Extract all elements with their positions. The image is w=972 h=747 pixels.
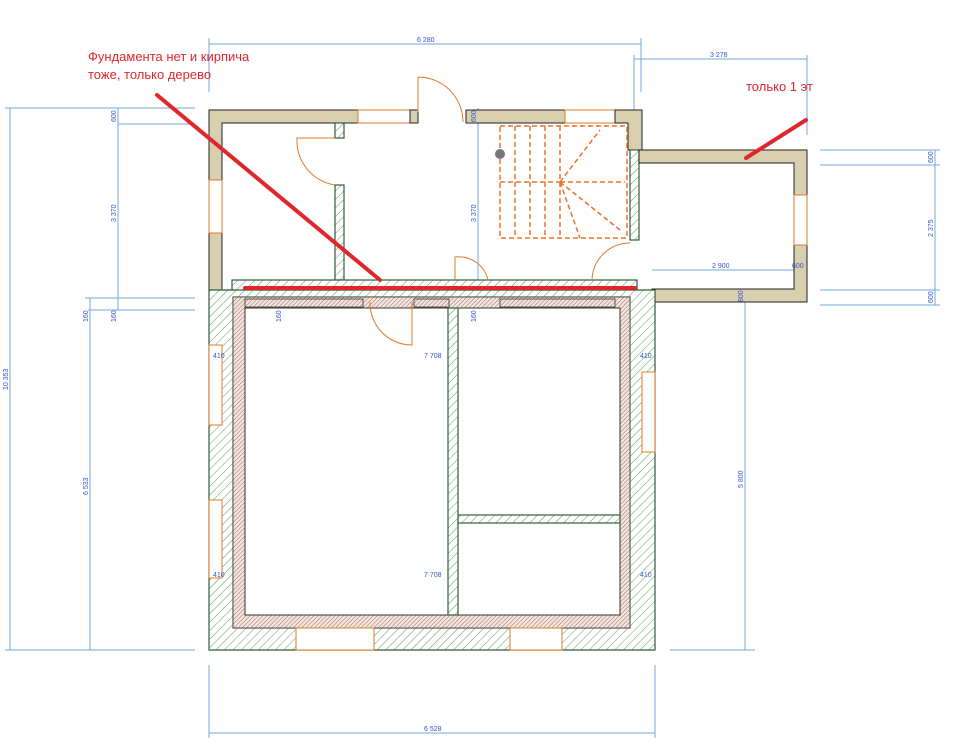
- window: [208, 499, 223, 579]
- wooden-section: [208, 76, 643, 299]
- door: [296, 137, 336, 186]
- dim-mid-offset: 160: [471, 310, 478, 322]
- dim-annex-span: 2 375: [928, 219, 935, 237]
- door: [454, 256, 489, 281]
- dim-annex-bottom-wall: 600: [928, 291, 935, 303]
- annex-annotation: только 1 эт: [746, 79, 813, 94]
- window: [793, 194, 808, 246]
- dim-lower-center: 7 708: [424, 572, 442, 579]
- dim-left-offset-b: 160: [111, 310, 118, 322]
- markup-strokes: [155, 93, 808, 290]
- dim-upper-left: 410: [213, 353, 225, 360]
- annex: [638, 149, 808, 303]
- staircase: [495, 125, 628, 239]
- dim-mid-upper-wall: 600: [471, 110, 478, 122]
- window: [357, 109, 411, 124]
- dim-upper-right: 410: [640, 353, 652, 360]
- window: [208, 179, 223, 234]
- brick-section: [208, 289, 656, 651]
- dim-annex-wall: 600: [792, 263, 804, 270]
- window: [564, 109, 616, 124]
- dim-left-offset-a: 160: [83, 310, 90, 322]
- dim-right-lower: 5 800: [738, 470, 745, 488]
- dim-annex-top-wall: 600: [928, 151, 935, 163]
- window: [509, 627, 563, 651]
- window: [295, 627, 375, 651]
- dim-annex-inner: 2 900: [712, 263, 730, 270]
- dim-lower-left: 410: [213, 572, 225, 579]
- dim-mid-upper-span: 3 370: [471, 204, 478, 222]
- post-icon: [495, 149, 505, 159]
- dim-bottom-overall: 6 528: [424, 726, 442, 733]
- door: [591, 242, 631, 281]
- dim-left-upper-span: 3 370: [111, 204, 118, 222]
- dim-top-overall: 6 280: [417, 37, 435, 44]
- window: [641, 371, 656, 453]
- foundation-annotation: Фундамента нет и кирпича тоже, только де…: [88, 49, 250, 82]
- dim-lower-right: 410: [640, 572, 652, 579]
- dim-left-upper-wall: 600: [111, 110, 118, 122]
- dim-left-lower: 6 533: [83, 477, 90, 495]
- dim-annex-width: 3 278: [710, 52, 728, 59]
- window: [208, 344, 223, 426]
- door: [369, 301, 413, 346]
- dim-annex-offset: 800: [738, 290, 745, 302]
- door: [417, 76, 464, 123]
- dim-left-overall: 10 353: [3, 368, 10, 390]
- dim-upper-center: 7 708: [424, 353, 442, 360]
- dim-inner-offset: 160: [276, 310, 283, 322]
